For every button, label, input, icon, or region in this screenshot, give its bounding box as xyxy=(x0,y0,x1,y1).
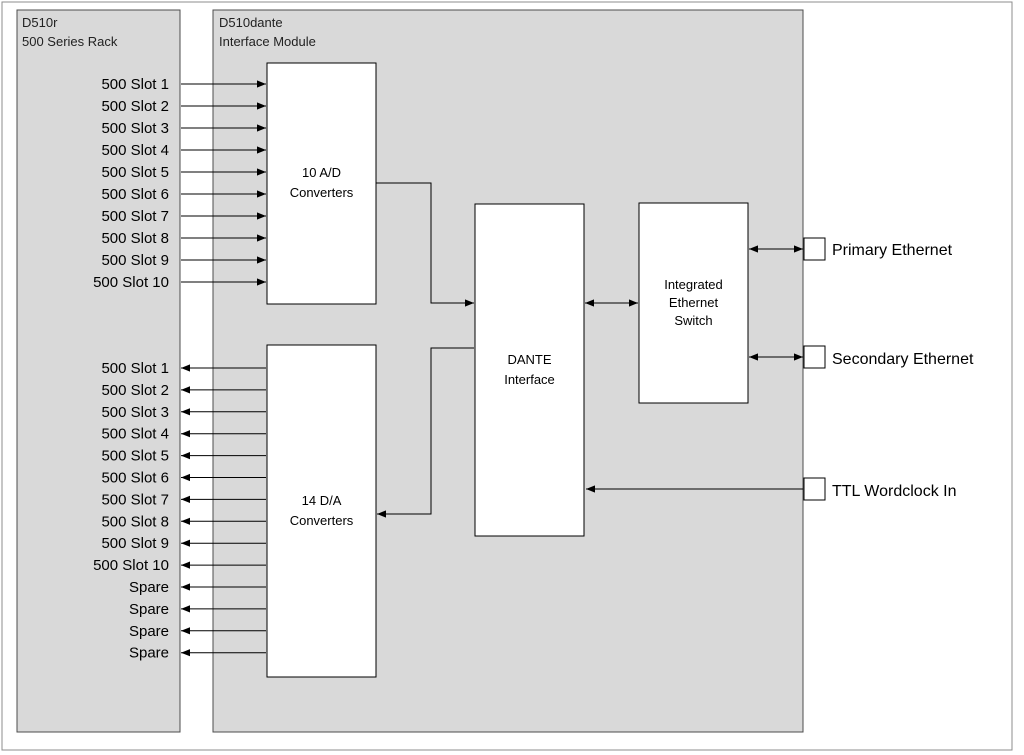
wordclock-label: TTL Wordclock In xyxy=(832,483,956,500)
ad-converters-block xyxy=(266,62,377,305)
output-slot-label: 500 Slot 4 xyxy=(101,426,169,443)
rack-title-line2: 500 Series Rack xyxy=(22,34,118,49)
output-slot-label: 500 Slot 9 xyxy=(101,535,169,552)
output-slot-label: Spare xyxy=(129,623,169,640)
da-converters-block xyxy=(266,344,377,678)
da-label-line2: Converters xyxy=(290,513,354,528)
ethernet-switch-block xyxy=(638,202,749,404)
input-slot-label: 500 Slot 1 xyxy=(101,76,169,93)
input-slot-label: 500 Slot 9 xyxy=(101,252,169,269)
input-slot-label: 500 Slot 7 xyxy=(101,208,169,225)
dante-label-line2: Interface xyxy=(504,372,555,387)
input-slot-label: 500 Slot 10 xyxy=(93,274,169,291)
output-slot-label: 500 Slot 10 xyxy=(93,557,169,574)
switch-label-line3: Switch xyxy=(674,313,712,328)
da-label-line1: 14 D/A xyxy=(302,493,342,508)
secondary-ethernet-label: Secondary Ethernet xyxy=(832,351,974,368)
secondary-ethernet-port xyxy=(803,345,826,369)
output-slot-label: Spare xyxy=(129,645,169,662)
wordclock-port xyxy=(803,477,826,501)
input-slot-label: 500 Slot 4 xyxy=(101,142,169,159)
rack-title-line1: D510r xyxy=(22,15,58,30)
module-title-line1: D510dante xyxy=(219,15,283,30)
primary-ethernet-label: Primary Ethernet xyxy=(832,242,953,259)
input-slot-label: 500 Slot 6 xyxy=(101,186,169,203)
input-slot-label: 500 Slot 3 xyxy=(101,120,169,137)
rack-panel xyxy=(16,9,181,733)
input-signal-rows: 500 Slot 1 500 Slot 2 500 Slot 3 500 Slot 4… xyxy=(93,76,266,291)
output-slot-label: 500 Slot 5 xyxy=(101,448,169,465)
output-slot-label: 500 Slot 7 xyxy=(101,491,169,508)
ad-label-line1: 10 A/D xyxy=(302,165,341,180)
switch-label-line2: Ethernet xyxy=(669,295,719,310)
dante-label-line1: DANTE xyxy=(507,352,551,367)
input-slot-label: 500 Slot 2 xyxy=(101,98,169,115)
output-slot-label: 500 Slot 6 xyxy=(101,470,169,487)
dante-interface-block xyxy=(474,203,585,537)
output-slot-label: 500 Slot 1 xyxy=(101,360,169,377)
output-slot-label: 500 Slot 8 xyxy=(101,513,169,530)
input-slot-label: 500 Slot 5 xyxy=(101,164,169,181)
module-title-line2: Interface Module xyxy=(219,34,316,49)
output-slot-label: 500 Slot 2 xyxy=(101,382,169,399)
ad-label-line2: Converters xyxy=(290,185,354,200)
primary-ethernet-port xyxy=(803,237,826,261)
dante-to-da-connector xyxy=(377,347,474,518)
input-slot-label: 500 Slot 8 xyxy=(101,230,169,247)
switch-label-line1: Integrated xyxy=(664,277,723,292)
output-slot-label: Spare xyxy=(129,579,169,596)
output-signal-rows: 500 Slot 1 500 Slot 2 500 Slot 3 500 Slot 4… xyxy=(93,360,266,662)
output-slot-label: 500 Slot 3 xyxy=(101,404,169,421)
output-slot-label: Spare xyxy=(129,601,169,618)
ad-to-dante-connector xyxy=(376,182,474,307)
